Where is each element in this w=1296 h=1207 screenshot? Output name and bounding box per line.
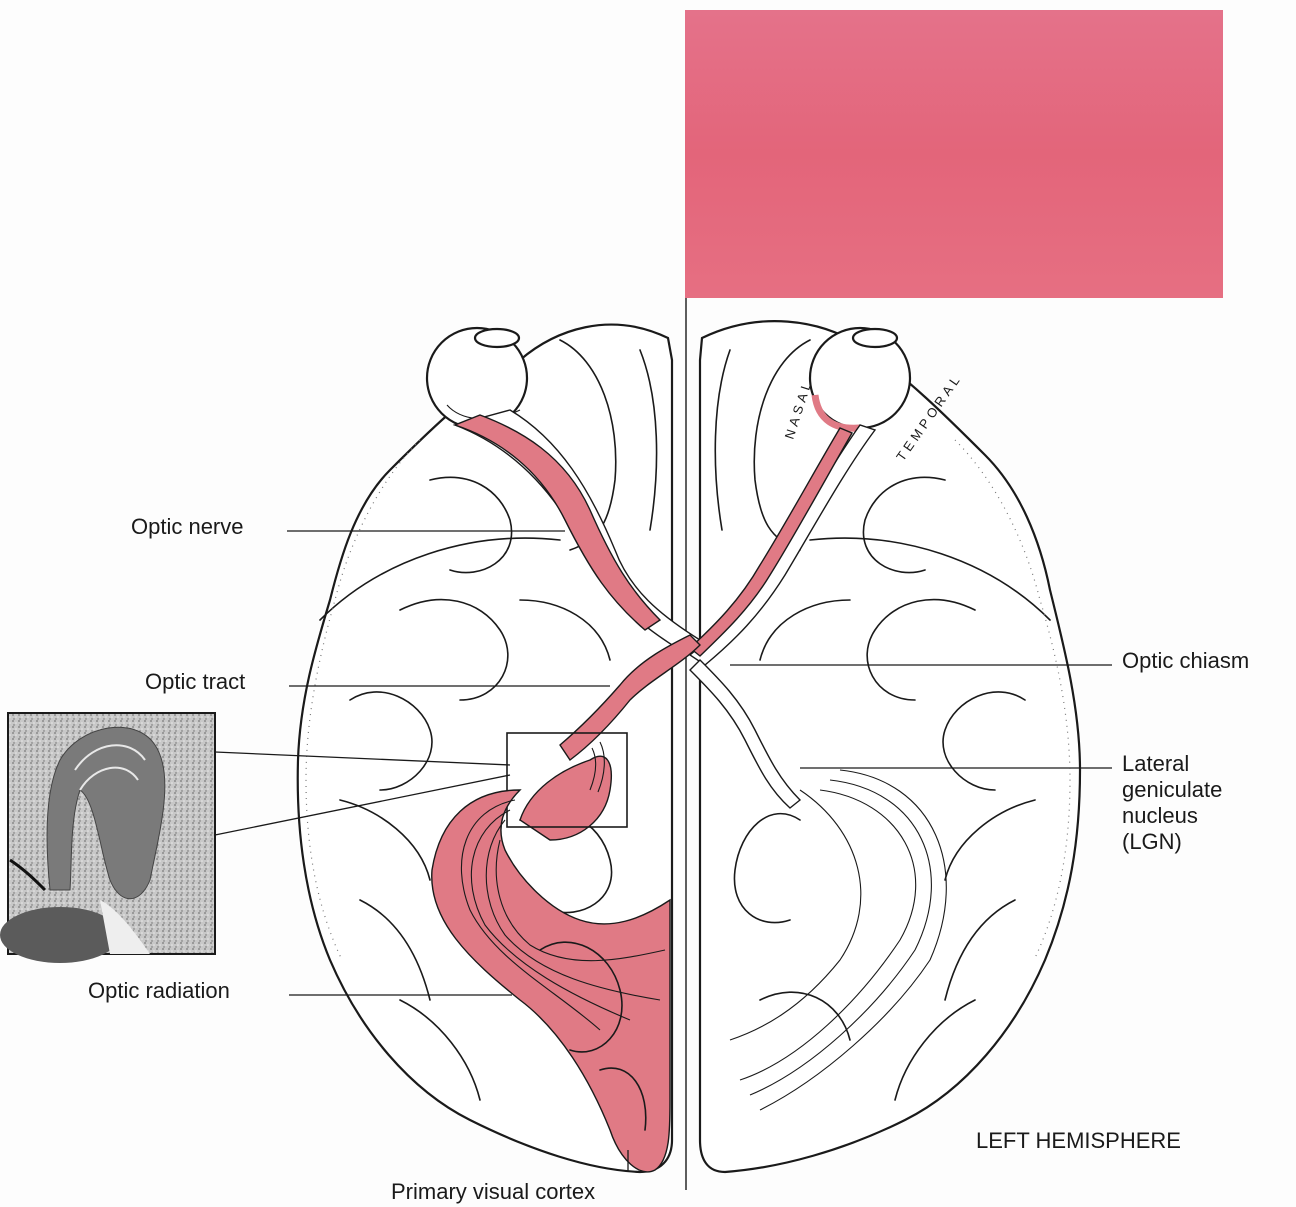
- visual-field-block: [685, 10, 1223, 298]
- left-eye: [810, 328, 910, 428]
- label-optic-chiasm: Optic chiasm: [1122, 648, 1249, 673]
- label-lgn-line4: (LGN): [1122, 829, 1182, 854]
- label-lgn-line3: nucleus: [1122, 803, 1198, 828]
- label-left-hemisphere: LEFT HEMISPHERE: [976, 1128, 1181, 1153]
- label-lgn-line2: geniculate: [1122, 777, 1222, 802]
- label-optic-radiation: Optic radiation: [88, 978, 230, 1003]
- label-lgn-line1: Lateral: [1122, 751, 1189, 776]
- label-optic-nerve: Optic nerve: [131, 514, 244, 539]
- label-optic-tract: Optic tract: [145, 669, 245, 694]
- lgn-histology-inset: [0, 713, 215, 963]
- label-primary-visual-cortex: Primary visual cortex: [391, 1179, 595, 1204]
